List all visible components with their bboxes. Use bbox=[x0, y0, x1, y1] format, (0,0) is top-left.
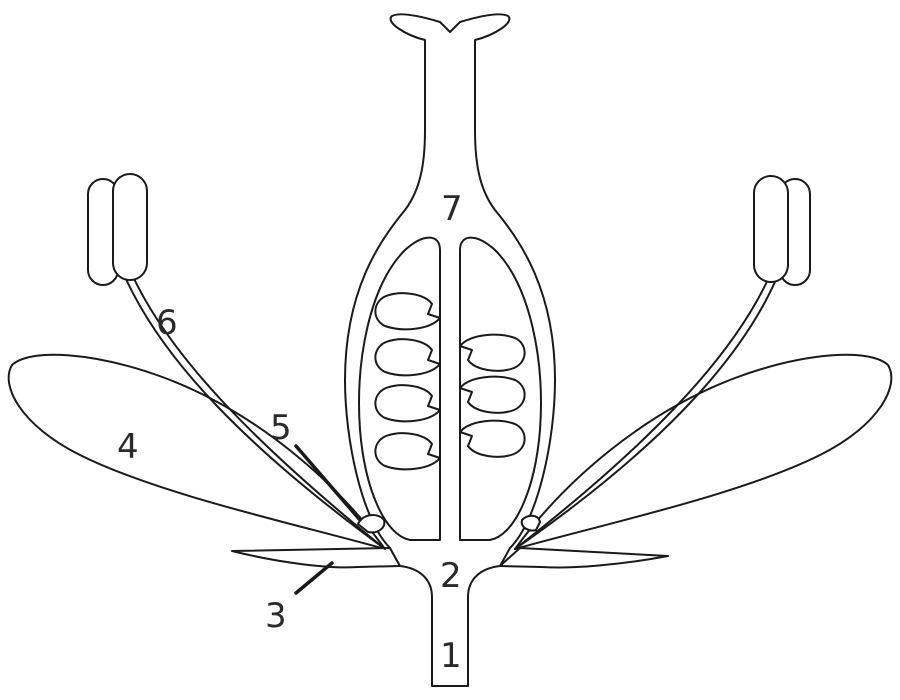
ovule bbox=[374, 338, 441, 377]
label-5: 5 bbox=[270, 408, 292, 448]
label-7: 7 bbox=[441, 189, 463, 229]
ovule bbox=[374, 292, 441, 331]
nectary-right bbox=[520, 514, 541, 532]
leader-line-5 bbox=[294, 444, 362, 522]
label-3: 3 bbox=[265, 596, 287, 636]
sepal-right bbox=[499, 547, 669, 569]
ovule bbox=[459, 419, 526, 458]
ovule bbox=[459, 333, 526, 372]
ovule bbox=[459, 375, 526, 414]
anther-left-front bbox=[112, 173, 148, 281]
label-1: 1 bbox=[440, 636, 462, 676]
filament-left-inner bbox=[129, 269, 386, 550]
label-2: 2 bbox=[440, 556, 462, 596]
nectary-left bbox=[357, 514, 386, 534]
label-4: 4 bbox=[117, 427, 139, 467]
leader-line-3 bbox=[294, 561, 334, 595]
ovule bbox=[374, 432, 441, 471]
filament-right-inner bbox=[514, 274, 771, 550]
anther-right-front bbox=[753, 175, 789, 283]
petal-left bbox=[7, 353, 386, 550]
sepal-left bbox=[231, 547, 401, 569]
ovule bbox=[374, 384, 441, 423]
label-6: 6 bbox=[156, 303, 178, 343]
filament-right bbox=[514, 274, 779, 550]
petal-right bbox=[514, 353, 893, 550]
filament-left bbox=[121, 269, 386, 550]
